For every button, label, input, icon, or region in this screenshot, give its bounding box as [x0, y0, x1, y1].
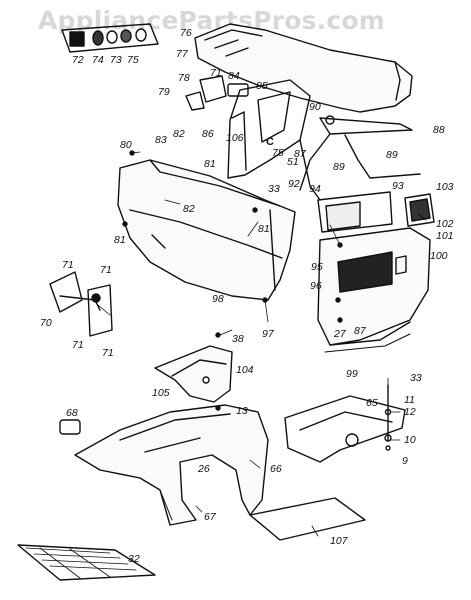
steering-bracket — [299, 115, 421, 201]
callout-9: 9 — [402, 455, 408, 467]
callout-75b: 75 — [272, 147, 284, 159]
callout-92: 92 — [288, 178, 300, 190]
callout-99: 99 — [346, 368, 358, 380]
headlight-103 — [404, 193, 435, 227]
leader-lines — [97, 151, 427, 537]
dash-panel-part — [227, 79, 311, 179]
callout-102: 102 — [436, 218, 454, 230]
callout-65: 65 — [366, 397, 378, 409]
callout-100: 100 — [430, 250, 448, 262]
callout-107: 107 — [330, 535, 349, 547]
callout-77: 77 — [176, 48, 189, 60]
callout-82: 82 — [173, 128, 185, 140]
callout-32: 32 — [128, 553, 140, 565]
callout-101: 101 — [436, 230, 454, 242]
callout-71b: 71 — [62, 259, 74, 271]
callout-51: 51 — [287, 156, 299, 168]
callout-83: 83 — [155, 134, 167, 146]
bracket-79 — [185, 91, 205, 111]
callout-79: 79 — [158, 86, 170, 98]
reflector-68 — [59, 419, 81, 435]
frame-65 — [284, 395, 406, 463]
bracket-77 — [199, 75, 227, 103]
callout-81c: 81 — [258, 223, 270, 235]
callout-70: 70 — [40, 317, 52, 329]
callout-85: 85 — [256, 80, 268, 92]
callout-33: 33 — [268, 183, 280, 195]
callout-67: 67 — [204, 511, 217, 523]
callout-78: 78 — [178, 72, 190, 84]
callout-89: 89 — [333, 161, 345, 173]
callout-11: 11 — [404, 394, 415, 406]
callout-38: 38 — [232, 333, 244, 345]
fender-66 — [74, 404, 269, 526]
callout-81: 81 — [204, 158, 216, 170]
callout-73: 73 — [110, 54, 122, 66]
callout-13: 13 — [236, 405, 248, 417]
bracket-84 — [227, 83, 249, 97]
light-socket-assembly — [61, 23, 159, 53]
callout-93: 93 — [392, 180, 404, 192]
watermark-text: AppliancePartsPros.com — [38, 6, 386, 35]
hood-latch-assembly — [49, 271, 113, 337]
callout-68: 68 — [66, 407, 78, 419]
callout-106: 106 — [226, 132, 244, 144]
callout-86: 86 — [202, 128, 214, 140]
callout-26: 26 — [197, 463, 210, 475]
callout-96: 96 — [310, 280, 322, 292]
callout-27: 27 — [333, 328, 347, 340]
callout-103: 103 — [436, 181, 454, 193]
callout-105: 105 — [152, 387, 170, 399]
callout-10: 10 — [404, 434, 416, 446]
callout-87b: 87 — [354, 325, 367, 337]
callout-71c: 71 — [100, 264, 112, 276]
callout-72: 72 — [72, 54, 84, 66]
footrest-mat-32 — [17, 544, 156, 581]
hood-main-body — [117, 159, 296, 301]
callout-71: 71 — [210, 67, 222, 79]
callout-81b: 81 — [114, 234, 126, 246]
callout-90: 90 — [309, 101, 321, 113]
callout-97: 97 — [262, 328, 275, 340]
callout-82b: 82 — [183, 203, 195, 215]
callout-95: 95 — [311, 261, 323, 273]
callout-33b: 33 — [410, 372, 422, 384]
callout-76: 76 — [180, 27, 192, 39]
callout-88: 88 — [433, 124, 445, 136]
bolt-stack — [384, 384, 392, 451]
fasteners — [122, 150, 343, 411]
callout-89b: 89 — [386, 149, 398, 161]
callout-71e: 71 — [102, 347, 114, 359]
callout-87: 87 — [294, 148, 307, 160]
callout-84: 84 — [228, 70, 240, 82]
callout-labels: 72 74 73 75 76 77 71 84 78 79 85 106 86 … — [40, 27, 454, 565]
callout-c: C — [266, 136, 274, 148]
callout-12: 12 — [404, 406, 416, 418]
seat-top-part — [194, 23, 413, 113]
callout-75: 75 — [127, 54, 139, 66]
callout-80: 80 — [120, 139, 132, 151]
callout-98: 98 — [212, 293, 224, 305]
callout-94: 94 — [309, 183, 321, 195]
cover-plate-107 — [249, 497, 366, 541]
grille-assembly — [317, 227, 431, 353]
light-housing — [317, 191, 393, 233]
callout-74: 74 — [92, 54, 104, 66]
callout-104: 104 — [236, 364, 254, 376]
callout-71d: 71 — [72, 339, 84, 351]
callout-66: 66 — [270, 463, 282, 475]
support-bracket-104 — [154, 345, 233, 403]
